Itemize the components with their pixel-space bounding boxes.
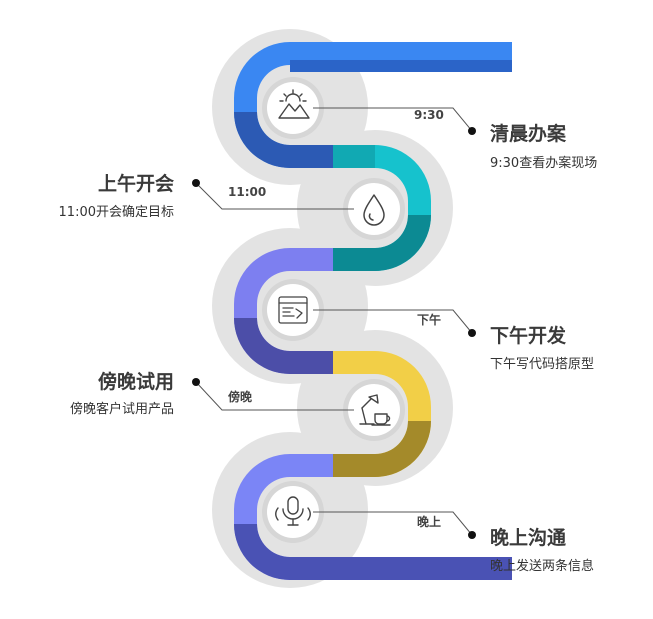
step-1-title: 清晨办案 (490, 123, 567, 145)
road-segment-2 (333, 145, 431, 271)
step-2-time: 11:00 (228, 185, 267, 199)
step-5-subtitle: 晚上发送两条信息 (490, 559, 595, 574)
step-1-time: 9:30 (414, 108, 444, 122)
step-4-subtitle: 傍晚客户试用产品 (69, 402, 174, 417)
step-3-subtitle: 下午写代码搭原型 (490, 357, 595, 372)
road-segment-4 (333, 351, 431, 477)
desk-lamp-coffee-icon (359, 394, 391, 426)
step-4-time: 傍晚 (228, 390, 253, 404)
road-segment-3 (234, 248, 333, 374)
microphone-icon (275, 496, 311, 526)
callout-dots (192, 127, 476, 539)
sunrise-mountain-icon (278, 89, 310, 119)
step-4-title: 傍晚试用 (97, 371, 174, 393)
step-3-time: 下午 (417, 313, 442, 327)
step-5-time: 晚上 (417, 515, 442, 529)
step-2-subtitle: 11:00开会确定目标 (58, 205, 174, 220)
callout-lines (195, 107, 473, 536)
step-2-title: 上午开会 (97, 173, 174, 195)
road-segment-5 (234, 454, 512, 580)
road-segment-1 (234, 42, 512, 168)
water-drop-icon (363, 194, 385, 226)
step-1-subtitle: 9:30查看办案现场 (490, 156, 598, 171)
step-3-title: 下午开发 (490, 325, 567, 347)
code-window-icon (278, 296, 308, 324)
step-5-title: 晚上沟通 (490, 527, 567, 549)
